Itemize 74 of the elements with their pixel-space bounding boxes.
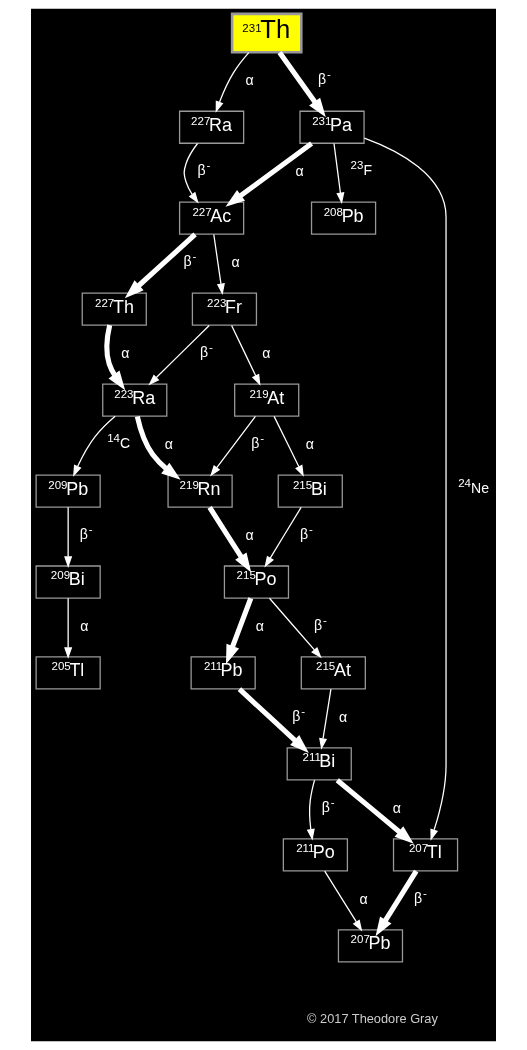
edge-label: $^{14}$C: [107, 431, 131, 451]
edge-label: α: [121, 345, 130, 362]
node-box: $^{227}$Ac: [178, 201, 245, 235]
node-box: $^{209}$Pb: [35, 474, 101, 508]
arrow: [148, 324, 210, 386]
edge-label: α: [392, 799, 402, 816]
edge-label: β$^{-}$: [197, 159, 211, 179]
arrow: [324, 870, 363, 932]
edge-label: α: [359, 890, 368, 907]
arrow: [264, 506, 302, 568]
edge-label: α: [339, 709, 348, 726]
edge-label: α: [295, 163, 304, 180]
node-box: $^{231}$Pa: [299, 110, 365, 144]
edge-label: β$^{-}$: [321, 795, 335, 815]
node-box: $^{215}$At: [300, 656, 366, 690]
edge-label: α: [262, 345, 271, 362]
edge-label: α: [164, 436, 173, 453]
arrow: [213, 233, 225, 295]
arrow: [273, 415, 304, 477]
edge-label: β$^{-}$: [414, 886, 427, 906]
arrow: [333, 142, 345, 205]
node-box: $^{207}$Tl: [392, 838, 459, 872]
arrow: [230, 324, 261, 386]
arrow: [226, 597, 254, 665]
edge-label: $^{23}$F: [350, 159, 373, 179]
arrow: [210, 415, 257, 477]
node-box: $^{205}$Tl: [35, 656, 101, 690]
node-box: $^{227}$Ra: [178, 110, 245, 144]
edge-label: α: [255, 618, 264, 635]
arrow: [215, 51, 250, 113]
arrow: [104, 324, 126, 391]
edge-label: β$^{-}$: [79, 522, 93, 542]
edge-label: β$^{-}$: [314, 613, 327, 633]
edge-label: β$^{-}$: [317, 68, 331, 88]
arrow: [363, 137, 447, 841]
node-box: $^{219}$Rn: [167, 474, 233, 508]
arrow: [319, 688, 332, 750]
node-box: $^{208}$Pb: [310, 201, 377, 235]
edge-label: β$^{-}$: [300, 522, 313, 542]
node-box: $^{211}$Pb: [190, 656, 256, 690]
arrow: [134, 415, 181, 480]
arrow: [375, 869, 419, 937]
label: © 2017 Theodore Gray: [307, 1011, 438, 1027]
arrow: [207, 505, 252, 573]
node-box: $^{219}$At: [234, 383, 300, 417]
arrow: [225, 141, 314, 207]
node-box: $^{223}$Fr: [191, 292, 258, 326]
node-box: $^{215}$Bi: [277, 474, 343, 508]
node-box: $^{211}$Po: [282, 838, 349, 872]
node-box: $^{211}$Bi: [286, 747, 352, 781]
arrow: [268, 597, 322, 659]
node-box: $^{227}$Th: [81, 292, 147, 326]
edge-label: α: [80, 618, 89, 635]
node-box: $^{209}$Bi: [35, 565, 101, 599]
arrow: [306, 779, 316, 841]
node-box: $^{223}$Ra: [102, 383, 168, 417]
node-box: $^{215}$Po: [223, 565, 290, 599]
edge-label: α: [245, 527, 254, 544]
edge-label: β$^{-}$: [200, 340, 213, 360]
arrow: [277, 51, 326, 118]
arrow: [335, 778, 414, 844]
edge-label: β$^{-}$: [183, 249, 197, 269]
edge-label: α: [305, 436, 314, 453]
edge-label: α: [231, 254, 240, 271]
arrow: [183, 142, 199, 204]
edge-label: $^{24}$Ne: [458, 477, 490, 497]
edge-label: β$^{-}$: [251, 431, 265, 451]
arrow: [73, 415, 116, 477]
edge-label: α: [245, 72, 254, 89]
arrow: [64, 597, 73, 659]
node-box: $^{231}$Th: [230, 12, 303, 54]
arrow: [64, 506, 73, 568]
edge-label: β$^{-}$: [292, 704, 306, 724]
node-box: $^{207}$Pb: [337, 929, 404, 963]
